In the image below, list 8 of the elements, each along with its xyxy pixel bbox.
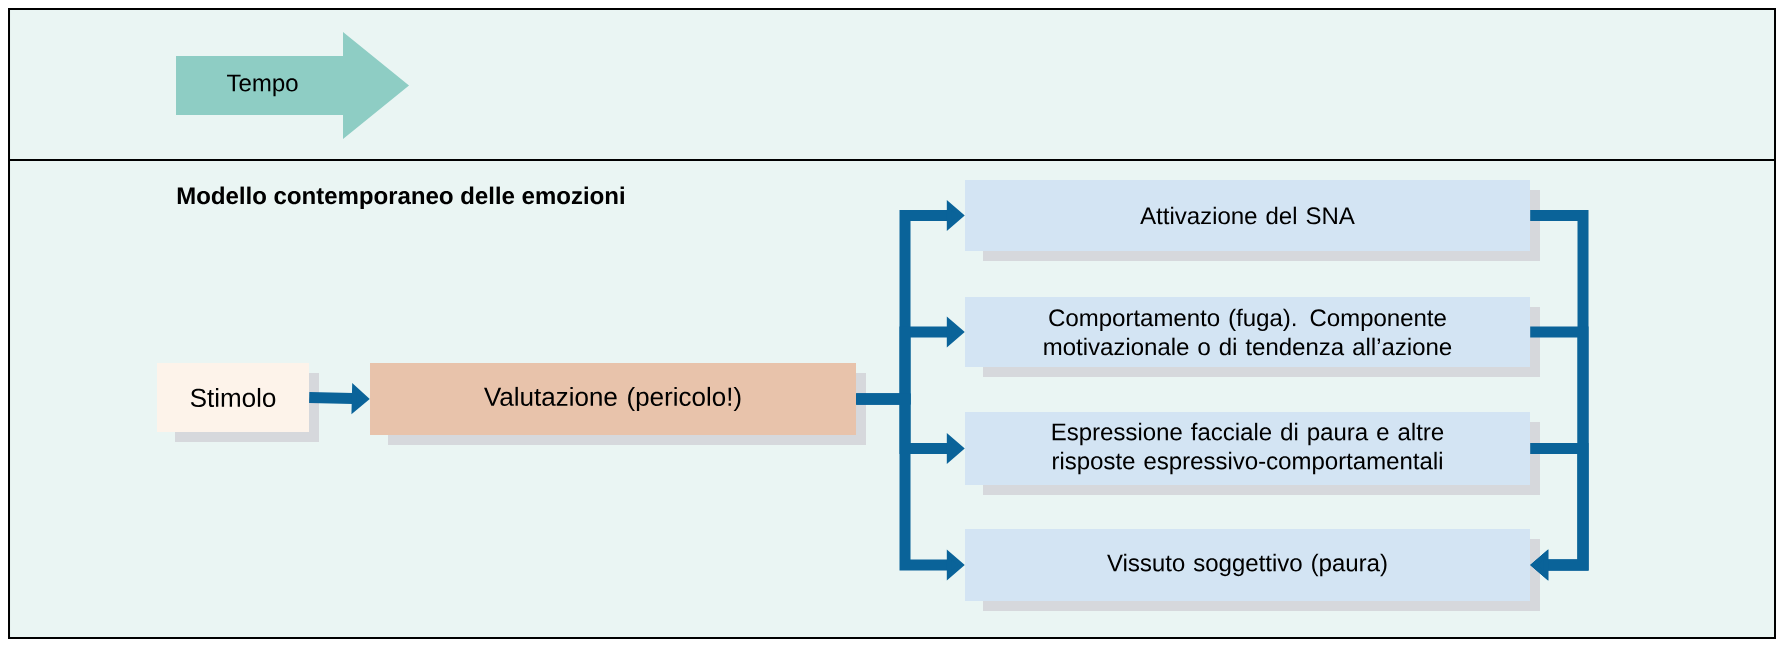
stimulus-box: Stimolo	[157, 363, 319, 442]
response-box: Vissuto soggettivo (paura)	[965, 529, 1540, 611]
response-box: Espressione facciale di paura e altre risposte espressivo-comportamentali	[965, 412, 1540, 495]
appraisal-box: Valutazione (pericolo!)	[370, 363, 866, 445]
heading: Modello contemporaneo delle emozioni	[177, 186, 624, 209]
response-box: Attivazione del SNA	[965, 180, 1540, 261]
arrow	[1530, 443, 1589, 581]
response-box: Comportamento (fuga). Componente motivazionale o di tendenza all’azione	[965, 297, 1540, 377]
